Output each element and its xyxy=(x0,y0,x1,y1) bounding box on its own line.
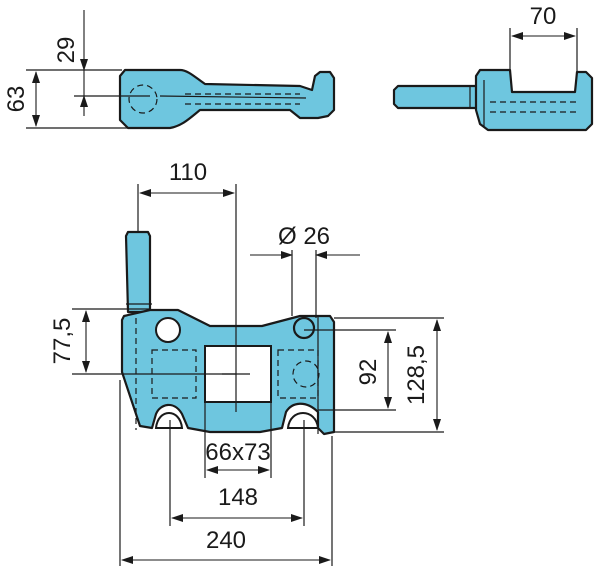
dim-148-label: 148 xyxy=(218,484,258,511)
plan-view-pin xyxy=(124,230,152,314)
plan-view-hole-bottom-left xyxy=(154,412,184,429)
end-view-pin xyxy=(392,84,480,110)
dim-128-5-label: 128,5 xyxy=(403,345,430,405)
dim-92-label: 92 xyxy=(355,359,382,386)
side-view-center-line xyxy=(159,95,307,99)
plan-view-hole-bottom-right xyxy=(286,412,320,429)
plan-view: 110 Ø 26 77,5 92 128,5 66x73 148 xyxy=(49,159,444,566)
plan-view-hidden-hole xyxy=(292,360,320,388)
plan-view-hole-top-right xyxy=(292,316,316,340)
side-view-body xyxy=(118,68,336,130)
dim-70-label: 70 xyxy=(530,3,557,30)
side-view-hidden-hole xyxy=(128,84,158,114)
side-view: 29 63 xyxy=(3,10,336,130)
dim-66x73-label: 66x73 xyxy=(205,439,270,466)
end-view-body xyxy=(474,68,594,132)
dim-110-label: 110 xyxy=(169,159,207,186)
end-view: 70 xyxy=(392,3,594,132)
dim-77-5-label: 77,5 xyxy=(49,318,76,365)
dim-diameter-label: Ø 26 xyxy=(278,223,330,250)
dim-63-label: 63 xyxy=(3,86,30,113)
plan-view-hidden-pocket-right xyxy=(277,349,319,399)
dim-240-label: 240 xyxy=(206,527,246,554)
plan-view-hole-top-left xyxy=(155,317,181,343)
dim-29-label: 29 xyxy=(53,37,80,64)
